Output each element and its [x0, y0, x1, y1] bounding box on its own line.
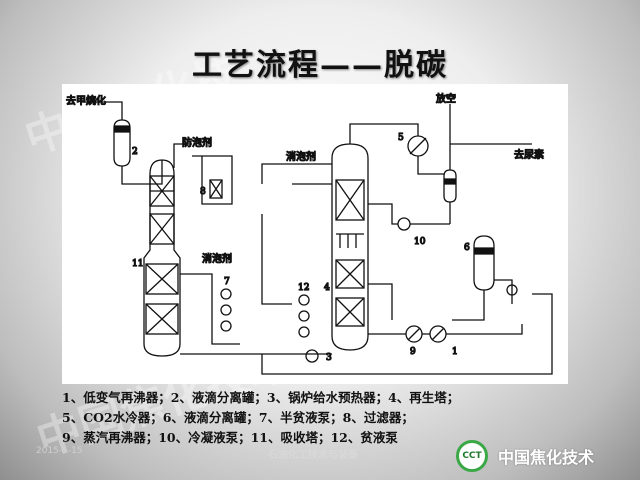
label-defoamer-top: 消泡剂 [286, 150, 316, 163]
num-2: 2 [132, 147, 138, 157]
equipment-legend: 1、低变气再沸器；2、液滴分离罐；3、锅炉给水预热器；4、再生塔； 5、CO2水… [62, 388, 582, 448]
svg-text:消泡剂: 消泡剂 [202, 252, 232, 265]
label-to-urea: 去尿素 [514, 148, 544, 161]
footer-center-text: 石油化工技术与装备 [268, 450, 358, 461]
num-12: 12 [298, 283, 309, 293]
separator-drum-small [443, 104, 532, 224]
num-1: 1 [452, 347, 458, 357]
regenerator-tower [331, 143, 369, 351]
legend-line: 5、CO2水冷器；6、液滴分离罐；7、半贫液泵；8、过滤器； [62, 410, 414, 425]
footer-date: 2015-5-15 [36, 446, 83, 456]
num-11: 11 [132, 259, 143, 269]
label-defoamer-mid: 消泡剂 [201, 251, 232, 265]
slide-title: 工艺流程——脱碳 [192, 48, 448, 83]
cct-logo: CCT [456, 440, 488, 472]
num-10: 10 [414, 237, 426, 247]
label-defoamer-left: 防泡剂 [182, 136, 212, 149]
reboilers [368, 324, 523, 343]
num-7: 7 [224, 277, 230, 287]
num-4: 4 [324, 283, 330, 293]
brand-name: 中国焦化技术 [498, 448, 595, 467]
condensate-pump [368, 203, 450, 231]
process-diagram: 去甲烷化 防泡剂 消泡剂 放空 去尿素 消泡剂 5 2 8 11 7 12 4 … [62, 84, 568, 384]
num-5: 5 [398, 133, 404, 143]
num-3: 3 [326, 353, 332, 363]
num-8: 8 [200, 187, 206, 197]
legend-line: 9、蒸汽再沸器；10、冷凝液泵；11、吸收塔；12、贫液泵 [62, 430, 398, 445]
separator-drum-2 [80, 101, 163, 185]
num-9: 9 [410, 347, 416, 357]
absorber-tower [143, 159, 181, 357]
filter-8 [192, 155, 233, 205]
num-6: 6 [464, 243, 470, 253]
co2-cooler [349, 123, 444, 175]
separator-drum-6 [452, 235, 518, 321]
pumps-7-12 [180, 163, 332, 363]
label-vent: 放空 [436, 92, 456, 105]
label-to-methanation: 去甲烷化 [66, 94, 106, 107]
legend-line: 1、低变气再沸器；2、液滴分离罐；3、锅炉给水预热器；4、再生塔； [62, 390, 460, 405]
